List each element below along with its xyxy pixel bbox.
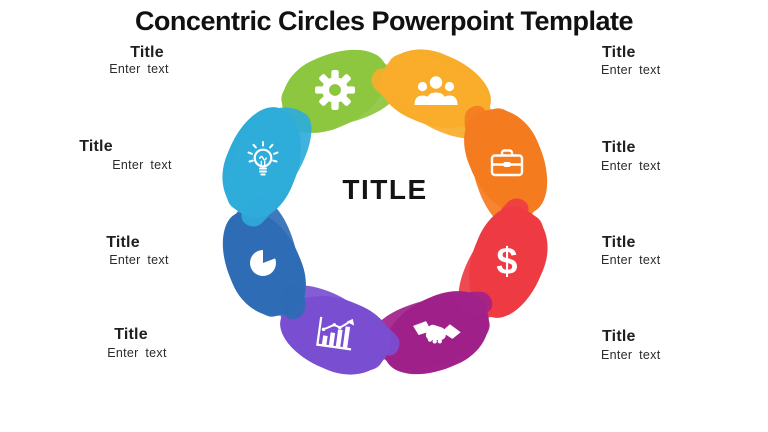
segment-settings bbox=[269, 35, 401, 145]
placeholder-text-right-3: Enter text bbox=[601, 253, 661, 267]
placeholder-text-right-2: Enter text bbox=[601, 159, 661, 173]
placeholder-text-left-2: Enter text bbox=[112, 158, 172, 172]
briefcase-icon bbox=[451, 126, 563, 198]
segment-business bbox=[451, 96, 563, 228]
gear-icon bbox=[279, 54, 391, 126]
segment-growth bbox=[269, 279, 401, 389]
placeholder-title-left-3: Title bbox=[106, 234, 140, 251]
people-icon bbox=[380, 54, 492, 126]
segment-partnership bbox=[370, 279, 502, 389]
placeholder-title-left-2: Title bbox=[79, 138, 113, 155]
placeholder-title-right-4: Title bbox=[602, 328, 636, 345]
placeholder-title-right-1: Title bbox=[602, 44, 636, 61]
segment-idea bbox=[207, 96, 319, 228]
segment-analytics bbox=[207, 197, 319, 329]
handshake-icon bbox=[375, 289, 498, 379]
growth-chart-icon bbox=[275, 291, 396, 378]
slide-title: Concentric Circles Powerpoint Template bbox=[134, 6, 634, 36]
lightbulb-icon bbox=[207, 126, 319, 198]
segment-finance: $ bbox=[451, 197, 563, 329]
segment-team bbox=[370, 35, 502, 145]
pie-chart-icon bbox=[207, 227, 319, 299]
placeholder-title-right-2: Title bbox=[602, 139, 636, 156]
placeholder-text-left-4: Enter text bbox=[107, 346, 167, 360]
placeholder-title-right-3: Title bbox=[602, 234, 636, 251]
placeholder-text-right-4: Enter text bbox=[601, 348, 661, 362]
placeholder-text-left-3: Enter text bbox=[109, 253, 169, 267]
placeholder-text-right-1: Enter text bbox=[601, 63, 661, 77]
dollar-icon: $ bbox=[451, 227, 563, 299]
dollar-glyph: $ bbox=[496, 241, 517, 283]
placeholder-text-left-1: Enter text bbox=[109, 62, 169, 76]
placeholder-title-left-4: Title bbox=[114, 326, 148, 343]
placeholder-title-left-1: Title bbox=[130, 44, 164, 61]
center-title: TITLE bbox=[342, 174, 428, 205]
